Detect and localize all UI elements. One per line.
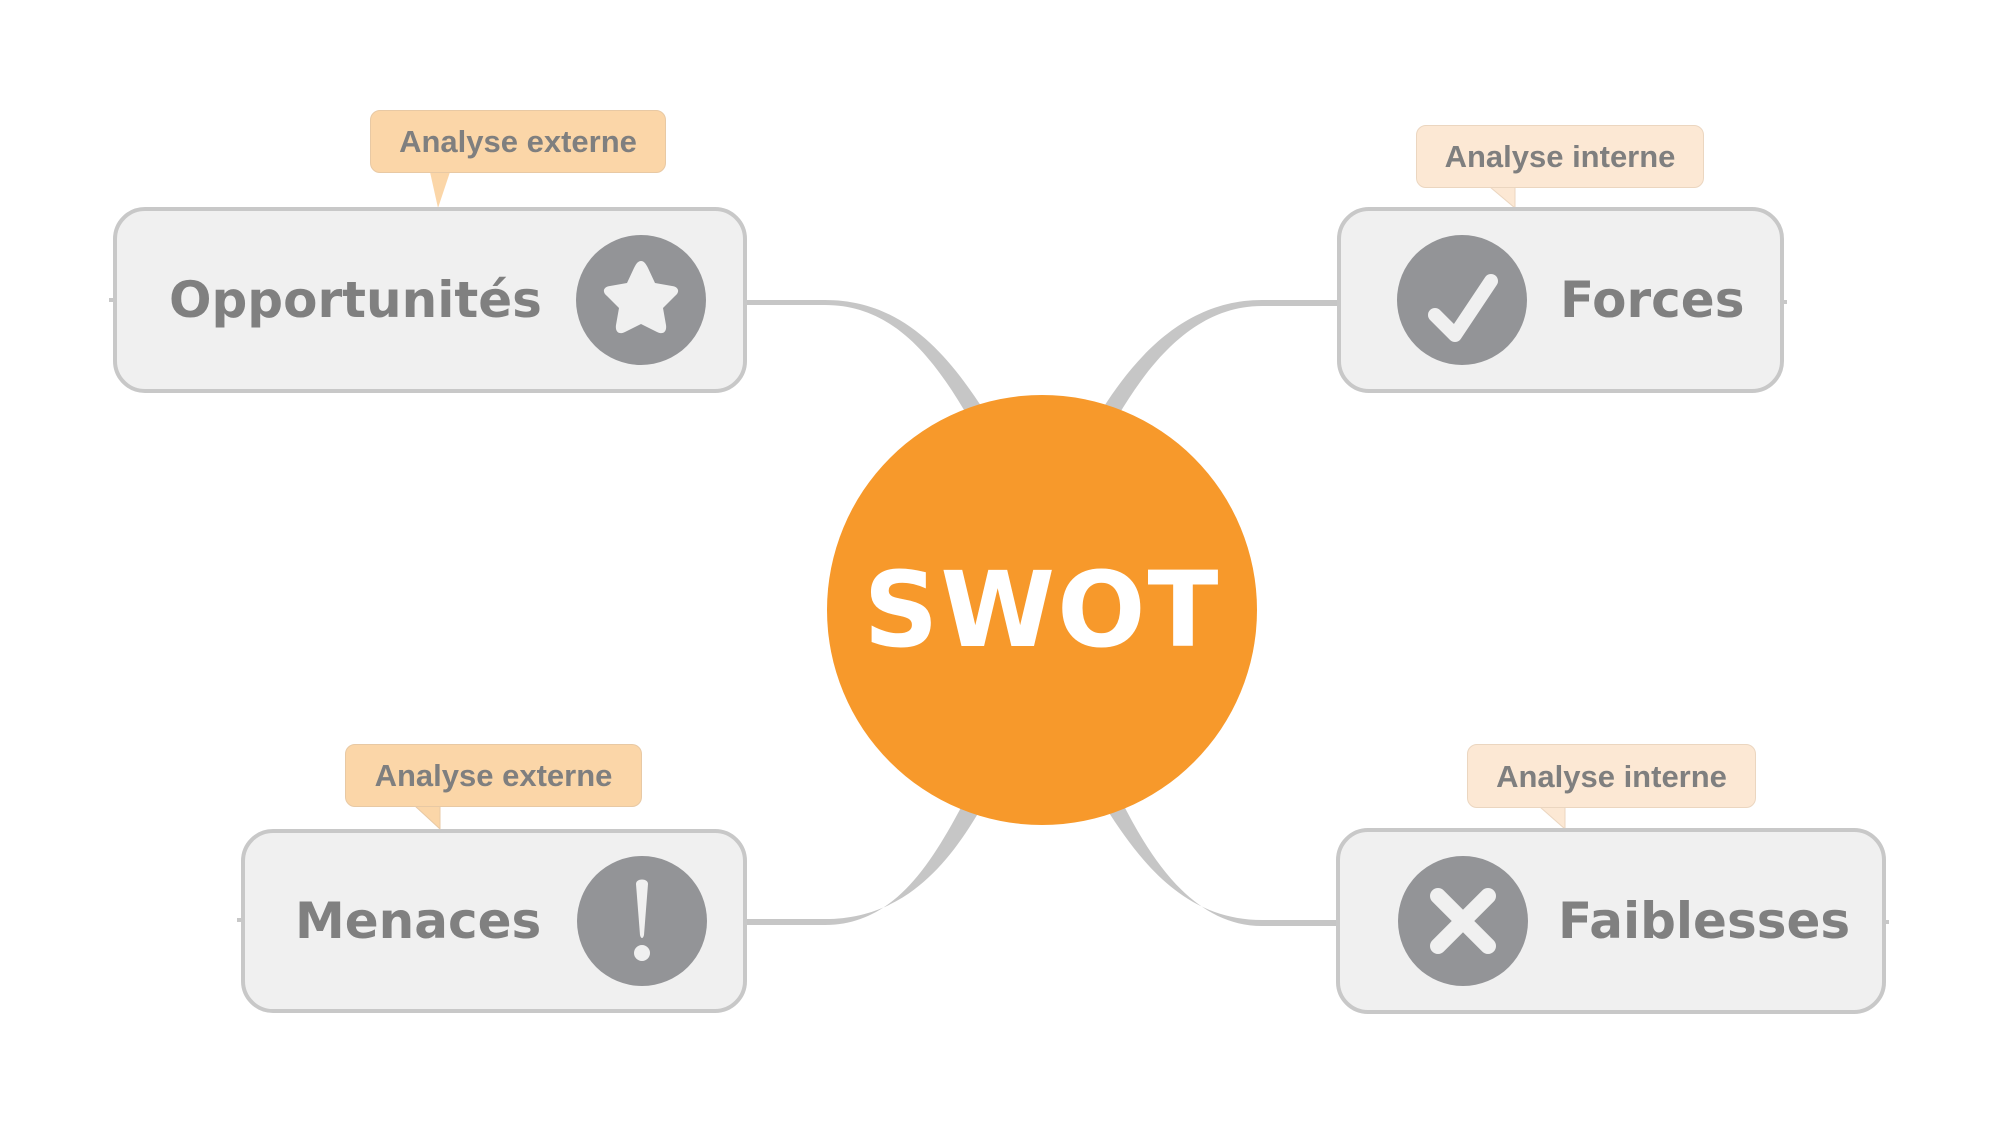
central-topic-swot[interactable]: SWOT [827, 395, 1257, 825]
callout-pointer-menaces [413, 805, 441, 831]
callout-menaces[interactable]: Analyse externe [345, 744, 642, 807]
connector-forces [1103, 300, 1338, 416]
connector-opportunites [747, 300, 985, 420]
cross-icon [1398, 856, 1528, 986]
stub-faiblesses [1884, 920, 1889, 924]
star-icon [575, 235, 706, 365]
callout-label: Analyse interne [1496, 758, 1727, 794]
topic-faiblesses[interactable]: Faiblesses [1336, 828, 1886, 1014]
topic-menaces[interactable]: Menaces [241, 829, 747, 1013]
callout-pointer-faiblesses [1538, 806, 1566, 831]
topic-label: Forces [1560, 271, 1745, 329]
stub-menaces [237, 918, 242, 922]
stub-opportunites [109, 298, 114, 302]
stub-forces [1782, 300, 1787, 304]
callout-opportunites[interactable]: Analyse externe [370, 110, 666, 173]
exclamation-icon [577, 856, 708, 986]
callout-label: Analyse externe [374, 758, 613, 793]
callout-label: Analyse externe [399, 124, 637, 159]
topic-forces[interactable]: Forces [1337, 207, 1784, 393]
checkmark-icon [1397, 235, 1527, 365]
topic-label: Faiblesses [1558, 892, 1851, 950]
callout-pointer-opportunites [430, 172, 450, 208]
callout-forces[interactable]: Analyse interne [1416, 125, 1704, 188]
callout-pointer-forces [1488, 186, 1516, 210]
callout-faiblesses[interactable]: Analyse interne [1467, 744, 1756, 808]
connector-menaces [747, 802, 980, 925]
topic-label: Menaces [295, 892, 542, 950]
callout-label: Analyse interne [1444, 139, 1676, 174]
topic-label: Opportunités [169, 271, 542, 329]
central-topic-label: SWOT [863, 549, 1221, 671]
connector-faiblesses [1106, 800, 1337, 926]
topic-opportunites[interactable]: Opportunités [113, 207, 747, 393]
